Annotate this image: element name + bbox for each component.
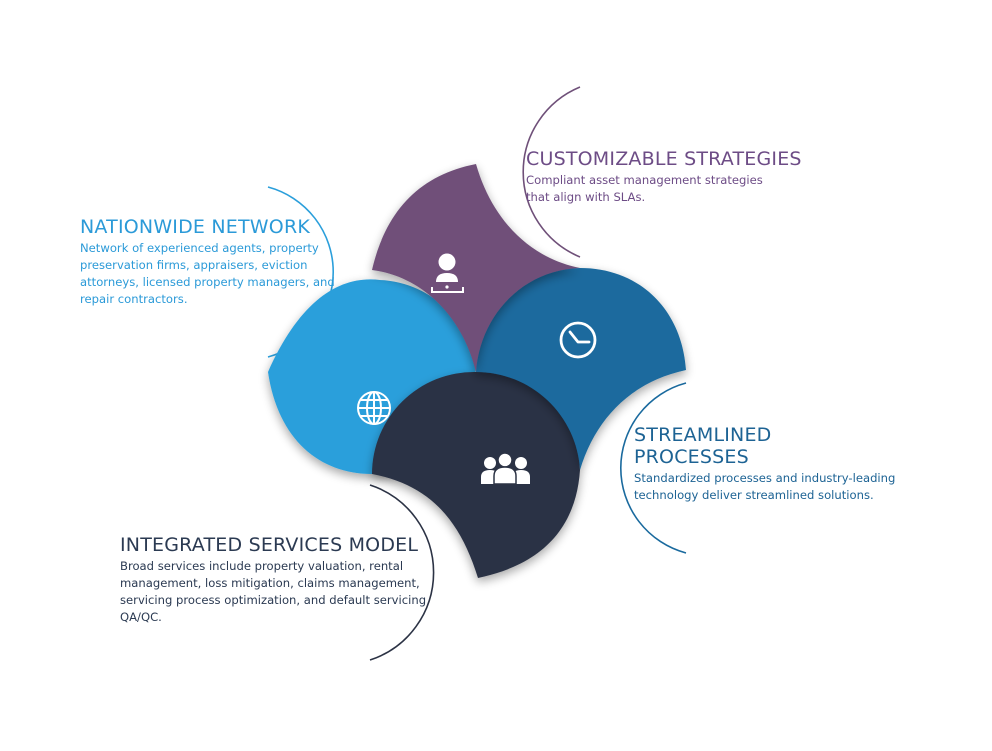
nationwide-network-title: NATIONWIDE NETWORK [80,216,311,238]
segment-petal-integrated [372,371,580,578]
streamlined-processes-block: STREAMLINED PROCESSES Standardized proce… [634,424,924,504]
connector-arc-customizable [522,86,581,258]
customizable-strategies-block: CUSTOMIZABLE STRATEGIES Compliant asset … [526,148,826,206]
integrated-services-title: INTEGRATED SERVICES MODEL [120,534,419,556]
customizable-strategies-title: CUSTOMIZABLE STRATEGIES [526,148,802,170]
team-icon [481,452,530,485]
nationwide-network-block: NATIONWIDE NETWORK Network of experience… [80,216,370,308]
person-at-laptop-icon [431,253,464,293]
segment-petal-customizable [372,164,580,372]
streamlined-processes-text: Standardized processes and industry-lead… [634,471,896,502]
connector-arc-integrated [369,484,435,661]
segment-petal-streamlined [476,268,686,470]
globe-icon [357,391,391,425]
streamlined-processes-title: STREAMLINED PROCESSES [634,424,772,468]
connector-arc-streamlined [619,382,687,554]
customizable-strategies-text: Compliant asset management strategies th… [526,173,763,204]
clock-icon [559,321,597,359]
nationwide-network-text: Network of experienced agents, property … [80,241,335,306]
integrated-services-block: INTEGRATED SERVICES MODEL Broad services… [120,534,440,626]
integrated-services-text: Broad services include property valuatio… [120,559,427,624]
